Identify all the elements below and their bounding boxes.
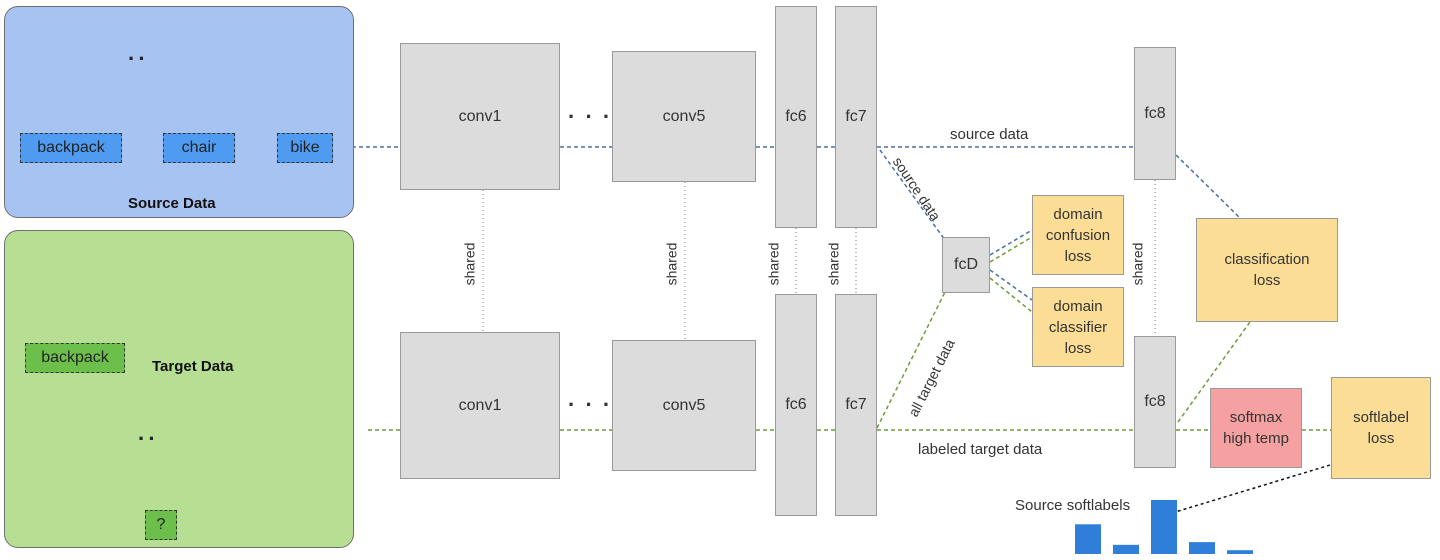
top-ellipsis: · · · xyxy=(568,104,613,129)
shared-conv5-label: shared xyxy=(663,242,680,286)
fcD-layer: fcD xyxy=(942,237,990,293)
source-softlabels-label: Source softlabels xyxy=(1015,497,1131,514)
target-ellipsis: ·· xyxy=(138,426,159,451)
source-data-panel xyxy=(4,6,354,218)
conv5-top: conv5 xyxy=(612,51,756,182)
label-bike: bike xyxy=(277,133,333,163)
softlabel-bar-0 xyxy=(1075,524,1101,554)
label-unknown: ? xyxy=(145,510,177,540)
source-data-title: Source Data xyxy=(128,195,216,212)
softlabel-loss: softlabel loss xyxy=(1331,377,1431,479)
label-chair: chair xyxy=(163,133,235,163)
softlabel-bar-2 xyxy=(1151,500,1177,554)
softmax-high-temp: softmax high temp xyxy=(1210,388,1302,468)
shared-fc6-label: shared xyxy=(765,242,782,286)
fc8-top: fc8 xyxy=(1134,47,1176,180)
shared-fc8-label: shared xyxy=(1129,242,1146,286)
shared-fc7-label: shared xyxy=(825,242,842,286)
classification-loss: classification loss xyxy=(1196,218,1338,322)
softlabel-bar-3 xyxy=(1189,542,1215,554)
domain-confusion-loss: domain confusion loss xyxy=(1032,195,1124,275)
label-backpack: backpack xyxy=(20,133,122,163)
source-ellipsis: ·· xyxy=(128,46,149,71)
source-data-edge-label: source data xyxy=(950,126,1029,143)
conv1-top: conv1 xyxy=(400,43,560,190)
labeled-target-data-label: labeled target data xyxy=(918,441,1043,458)
target-data-title: Target Data xyxy=(152,358,234,375)
fc6-bottom: fc6 xyxy=(775,294,817,516)
fc7-top: fc7 xyxy=(835,6,877,228)
conv1-bottom: conv1 xyxy=(400,332,560,479)
label-target-backpack: backpack xyxy=(25,343,125,373)
fc6-top: fc6 xyxy=(775,6,817,228)
softlabel-bar-4 xyxy=(1227,550,1253,554)
softlabel-bar-1 xyxy=(1113,544,1139,554)
conv5-bottom: conv5 xyxy=(612,340,756,471)
fc7-bottom: fc7 xyxy=(835,294,877,516)
domain-classifier-loss: domain classifier loss xyxy=(1032,287,1124,367)
fc8-bottom: fc8 xyxy=(1134,336,1176,468)
shared-conv1-label: shared xyxy=(461,242,478,286)
target-data-panel xyxy=(4,230,354,548)
bottom-ellipsis: · · · xyxy=(568,392,613,417)
softlabel-bars xyxy=(1075,500,1253,554)
